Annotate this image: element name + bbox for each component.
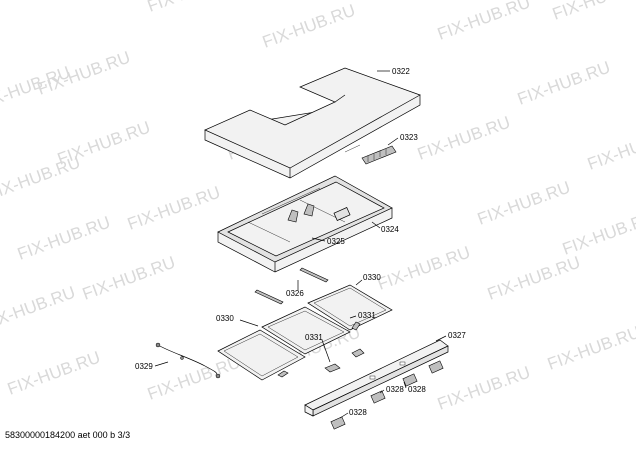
watermark: FIX-HUB.RU (375, 243, 473, 294)
part-0331-knobs[interactable] (324, 348, 365, 373)
label-0326: 0326 (286, 289, 304, 298)
label-0324: 0324 (381, 225, 399, 234)
watermark: FIX-HUB.RU (585, 123, 636, 174)
part-0324-housing[interactable] (217, 175, 393, 273)
watermark: FIX-HUB.RU (560, 208, 636, 259)
part-0322-canopy[interactable] (204, 67, 421, 179)
watermark: FIX-HUB.RU (80, 253, 178, 304)
watermark: FIX-HUB.RU (515, 58, 613, 109)
label-0328-left: 0328 (349, 408, 367, 417)
label-0325: 0325 (327, 237, 345, 246)
watermark: FIX-HUB.RU (0, 283, 78, 334)
watermark: FIX-HUB.RU (485, 253, 583, 304)
part-0326-strips[interactable] (254, 267, 329, 305)
label-0331-upper: 0331 (358, 311, 376, 320)
part-0328-switches[interactable] (330, 360, 444, 430)
part-0323-connector[interactable] (361, 145, 397, 165)
watermark: FIX-HUB.RU (0, 153, 83, 204)
watermark: FIX-HUB.RU (475, 178, 573, 229)
watermark: FIX-HUB.RU (145, 353, 243, 404)
watermark: FIX-HUB.RU (550, 0, 636, 24)
watermark: FIX-HUB.RU (435, 0, 533, 44)
document-code: 58300000184200 aet 000 b 3/3 (5, 430, 131, 440)
part-0329-cable[interactable] (155, 342, 221, 379)
watermark: FIX-HUB.RU (5, 348, 103, 399)
watermark: FIX-HUB.RU (125, 183, 223, 234)
label-0322: 0322 (392, 67, 410, 76)
watermark: FIX-HUB.RU (260, 1, 358, 52)
label-0327: 0327 (448, 331, 466, 340)
label-0330-lower: 0330 (216, 314, 234, 323)
watermark: FIX-HUB.RU (545, 323, 636, 374)
watermark: FIX-HUB.RU (145, 0, 243, 16)
part-0327-front-rail[interactable] (304, 339, 449, 417)
label-0323: 0323 (400, 133, 418, 142)
label-0329: 0329 (135, 362, 153, 371)
watermark: FIX-HUB.RU (435, 363, 533, 414)
watermark: FIX-HUB.RU (415, 113, 513, 164)
part-0330-filters[interactable] (217, 284, 393, 381)
label-0328-middle: 0328 (386, 385, 404, 394)
label-0331-lower: 0331 (305, 333, 323, 342)
label-0330-upper: 0330 (363, 273, 381, 282)
watermark: FIX-HUB.RU (15, 213, 113, 264)
label-0328-right: 0328 (408, 385, 426, 394)
